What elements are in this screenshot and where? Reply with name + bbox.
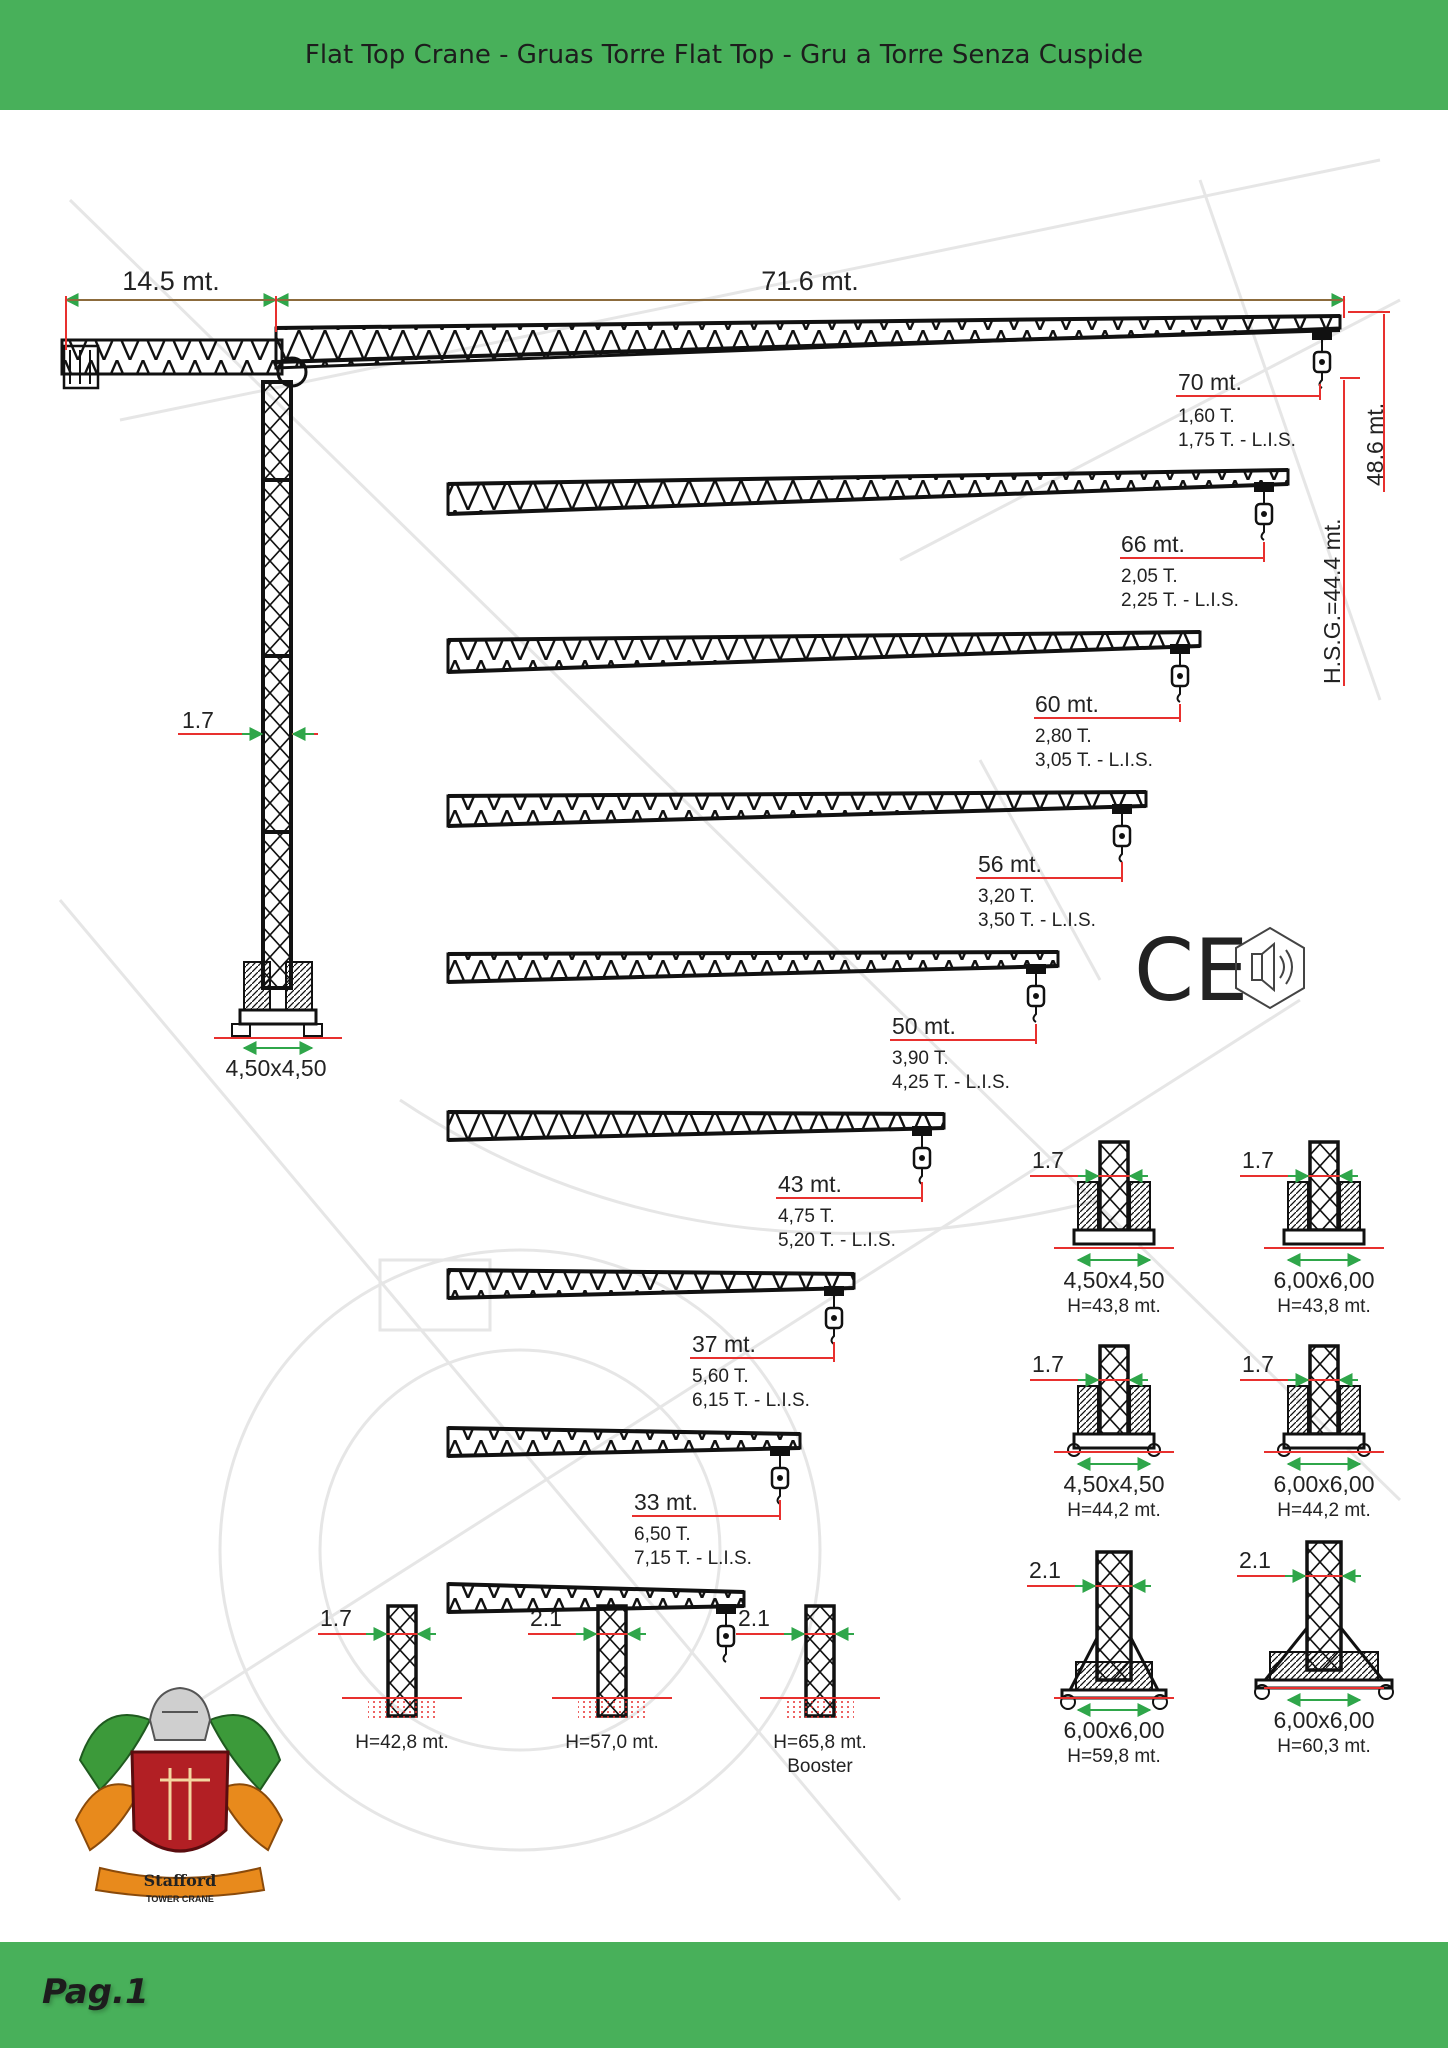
base-height: H=59,8 mt. [1067,1746,1160,1767]
base-height: H=44,2 mt. [1277,1500,1370,1521]
jib-load-lis: 6,15 T. - L.I.S. [692,1390,810,1411]
jib-option-60 [446,790,1148,864]
main-jib-length: 71.6 mt. [761,266,859,296]
page-number: Pag.1 [42,1972,149,2012]
base-option: 1.7 4,50x4,50H=44,2 mt. [1030,1344,1174,1521]
anchor-height: H=65,8 mt. [773,1732,866,1753]
jib-load: 2,80 T. [1035,726,1092,747]
jib-load-lis: 3,05 T. - L.I.S. [1035,750,1153,771]
footer-bar: Pag.1 [0,1942,1448,2048]
total-height-label: 48.6 mt. [1362,403,1388,486]
base-height: H=43,8 mt. [1277,1296,1370,1317]
base-section: 1.7 [1242,1147,1274,1173]
jib-load-lis: 1,75 T. - L.I.S. [1178,430,1296,451]
speaker-noise-icon [1235,926,1305,1010]
jib-length: 37 mt. [692,1331,756,1357]
base-option: 1.7 6,00x6,00H=43,8 mt. [1240,1140,1384,1317]
anchor-section: 1.7 [320,1605,352,1631]
base-section: 1.7 [1032,1147,1064,1173]
jib-label-43: 43 mt. 4,75 T. 5,20 T. - L.I.S. [776,1171,923,1251]
jib-length: 33 mt. [634,1489,698,1515]
jib-load-lis: 4,25 T. - L.I.S. [892,1072,1010,1093]
jib-load: 6,50 T. [634,1524,691,1545]
anchor-note: Booster [787,1756,853,1777]
jib-load: 1,60 T. [1178,406,1235,427]
logo-brand: Stafford [144,1871,217,1890]
jib-length: 43 mt. [778,1171,842,1197]
anchor-height: H=42,8 mt. [355,1732,448,1753]
base-section: 2.1 [1029,1557,1061,1583]
jib-option-33 [446,1582,746,1664]
base-option: 2.1 6,00x6,00H=59,8 mt. [1027,1550,1174,1767]
header-bar: Flat Top Crane - Gruas Torre Flat Top - … [0,0,1448,110]
company-logo: Stafford TOWER CRANE [74,1686,284,1904]
jib-option-43 [446,1268,856,1346]
base-height: H=44,2 mt. [1067,1500,1160,1521]
jib-label-66: 66 mt. 2,05 T. 2,25 T. - L.I.S. [1120,531,1265,611]
jib-length: 50 mt. [892,1013,956,1039]
base-size: 6,00x6,00 [1273,1267,1374,1293]
jib-option-70 [446,468,1290,542]
jib-length: 66 mt. [1121,531,1185,557]
jib-option-50 [446,1110,946,1186]
jib-load: 3,20 T. [978,886,1035,907]
jib-length: 70 mt. [1178,369,1242,395]
base-size: 4,50x4,50 [1063,1267,1164,1293]
jib-option-56 [446,950,1060,1024]
jib-length: 56 mt. [978,851,1042,877]
generated-components: 1.7H=42,8 mt.2.1H=57,0 mt.2.1H=65,8 mt.B… [318,1140,1394,1777]
anchor-option: 2.1H=65,8 mt. Booster [736,1604,880,1777]
base-size: 6,00x6,00 [1063,1717,1164,1743]
jib-options [446,468,1290,1506]
jib-load: 5,60 T. [692,1366,749,1387]
main-crane-dimensions: 14.5 mt. 71.6 mt. 48.6 mt. H.S.G.=44.4 m… [64,266,1390,1081]
base-height: H=60,3 mt. [1277,1736,1370,1757]
jib-length: 60 mt. [1035,691,1099,717]
jib-label-50: 50 mt. 3,90 T. 4,25 T. - L.I.S. [890,1013,1037,1093]
base-option: 2.1 6,00x6,00H=60,3 mt. [1237,1540,1394,1757]
jib-load: 4,75 T. [778,1206,835,1227]
base-option: 1.7 6,00x6,00H=44,2 mt. [1240,1344,1384,1521]
jib-load: 3,90 T. [892,1048,949,1069]
mast-section-label: 1.7 [182,707,214,733]
jib-option-66 [446,630,1202,704]
anchor-height: H=57,0 mt. [565,1732,658,1753]
jib-label-33: 33 mt. 6,50 T. 7,15 T. - L.I.S. [632,1489,781,1569]
jib-label-56: 56 mt. 3,20 T. 3,50 T. - L.I.S. [976,851,1123,931]
hsg-label: H.S.G.=44.4 mt. [1319,518,1345,684]
jib-label-70: 70 mt. 1,60 T. 1,75 T. - L.I.S. [1176,369,1321,451]
base-section: 1.7 [1242,1351,1274,1377]
jib-labels: 70 mt. 1,60 T. 1,75 T. - L.I.S. 66 mt. 2… [632,369,1321,1569]
jib-label-60: 60 mt. 2,80 T. 3,05 T. - L.I.S. [1034,691,1181,771]
jib-load-lis: 5,20 T. - L.I.S. [778,1230,896,1251]
page-title: Flat Top Crane - Gruas Torre Flat Top - … [304,40,1144,70]
anchor-section: 2.1 [738,1605,770,1631]
ce-mark: CE [1134,921,1248,1021]
jib-load-lis: 7,15 T. - L.I.S. [634,1548,752,1569]
jib-load-lis: 2,25 T. - L.I.S. [1121,590,1239,611]
jib-option-37 [446,1426,802,1506]
base-option: 1.7 4,50x4,50H=43,8 mt. [1030,1140,1174,1317]
base-size: 6,00x6,00 [1273,1471,1374,1497]
certification-marks: CE [1134,921,1305,1021]
anchor-option: 1.7H=42,8 mt. [318,1604,462,1753]
base-section: 1.7 [1032,1351,1064,1377]
base-size: 4,50x4,50 [1063,1471,1164,1497]
jib-load: 2,05 T. [1121,566,1178,587]
base-size: 6,00x6,00 [1273,1707,1374,1733]
jib-label-37: 37 mt. 5,60 T. 6,15 T. - L.I.S. [690,1331,835,1411]
main-crane [60,314,1342,1037]
base-size-label: 4,50x4,50 [225,1055,326,1081]
logo-tagline: TOWER CRANE [146,1894,214,1904]
anchor-option: 2.1H=57,0 mt. [528,1604,672,1753]
base-height: H=43,8 mt. [1067,1296,1160,1317]
counter-jib-length: 14.5 mt. [122,266,220,296]
jib-load-lis: 3,50 T. - L.I.S. [978,910,1096,931]
base-section: 2.1 [1239,1547,1271,1573]
